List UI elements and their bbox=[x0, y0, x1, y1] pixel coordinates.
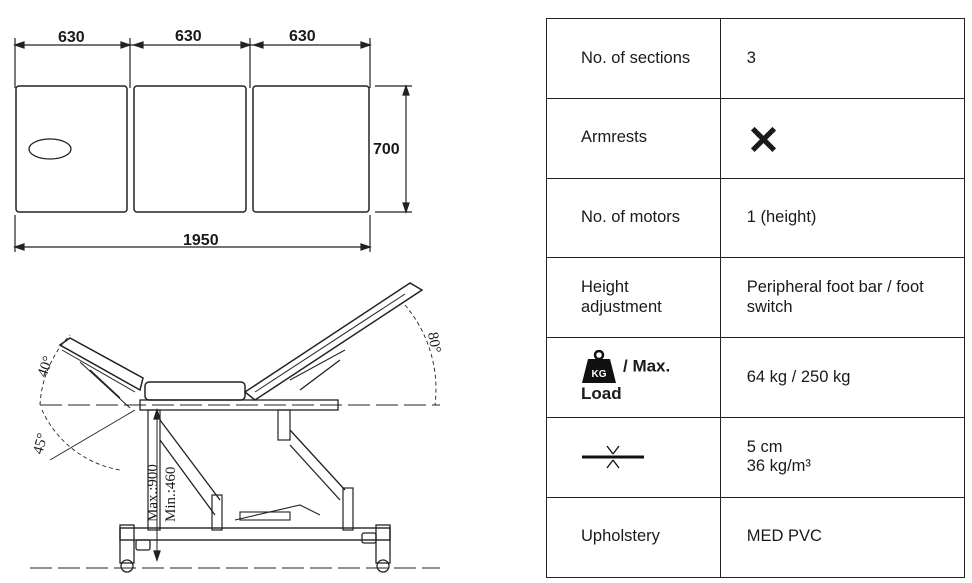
spec-label: No. of sections bbox=[546, 18, 721, 99]
frame-rail bbox=[139, 399, 339, 411]
total-length-dimension: 1950 bbox=[183, 232, 219, 249]
foam-compression-icon bbox=[582, 445, 644, 469]
spec-label: Height adjustment bbox=[546, 257, 721, 339]
top-view bbox=[13, 38, 412, 252]
top-section-3 bbox=[252, 85, 370, 213]
back-section bbox=[243, 282, 424, 401]
table-row: No. of motors 1 (height) bbox=[546, 177, 966, 259]
spec-label: Armrests bbox=[546, 97, 721, 179]
spec-value: MED PVC bbox=[719, 496, 966, 578]
technical-drawing: 630 630 630 700 1950 bbox=[13, 28, 443, 573]
cross-icon: ✕ bbox=[746, 119, 781, 164]
table-row: No. of sections 3 bbox=[546, 18, 966, 99]
foam-thickness: 5 cm bbox=[746, 437, 783, 456]
max-load-label: / Max. Load bbox=[581, 356, 671, 404]
weight-kg-icon: KG bbox=[582, 350, 616, 384]
spec-value: 64 kg / 250 kg bbox=[719, 337, 966, 418]
face-hole bbox=[28, 138, 72, 160]
section-width-1: 630 bbox=[58, 29, 85, 46]
top-section-2 bbox=[133, 85, 247, 213]
spec-label: No. of motors bbox=[546, 177, 721, 259]
table-row: KG / Max. Load 64 kg / 250 kg bbox=[546, 337, 966, 418]
head-angle-up-label: 40° bbox=[35, 354, 57, 379]
section-width-2: 630 bbox=[175, 28, 202, 45]
seat-section bbox=[144, 381, 246, 401]
svg-text:KG: KG bbox=[592, 369, 607, 380]
spec-value: 1 (height) bbox=[719, 177, 966, 259]
back-angle-label: 80° bbox=[424, 331, 443, 354]
top-section-1 bbox=[15, 85, 128, 213]
table-row: Upholstery MED PVC bbox=[546, 496, 966, 578]
height-max-label: Max.:900 bbox=[145, 464, 161, 522]
table-row: Armrests ✕ bbox=[546, 97, 966, 179]
height-min-label: Min.:460 bbox=[163, 467, 179, 522]
spec-label: Upholstery bbox=[546, 496, 721, 578]
spec-value: Peripheral foot bar / foot switch bbox=[719, 257, 966, 339]
depth-dimension: 700 bbox=[373, 141, 400, 158]
section-width-3: 630 bbox=[289, 28, 316, 45]
table-row: Height adjustment Peripheral foot bar / … bbox=[546, 257, 966, 339]
foam-density: 36 kg/m³ bbox=[746, 457, 811, 476]
spec-table: No. of sections 3 Armrests ✕ No. of moto… bbox=[546, 18, 966, 578]
side-view bbox=[30, 282, 440, 573]
spec-value: 3 bbox=[719, 18, 966, 99]
table-row: 5 cm 36 kg/m³ bbox=[546, 416, 966, 498]
head-angle-down-label: 45° bbox=[30, 432, 51, 456]
head-section bbox=[58, 337, 144, 392]
